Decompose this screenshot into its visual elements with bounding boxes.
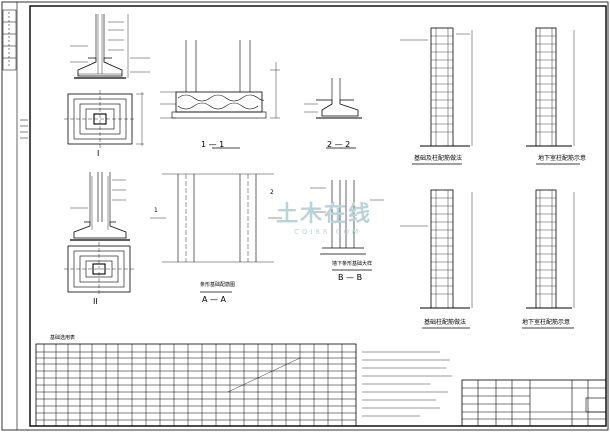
column-elevation-4 bbox=[526, 189, 575, 309]
plan-a-a bbox=[150, 173, 282, 293]
watermark-main: 土木在线 bbox=[276, 202, 373, 227]
footing-detail-1 bbox=[70, 14, 150, 79]
footing-plan-2 bbox=[64, 242, 134, 296]
caption-column-3: 基础柱配筋做法 bbox=[424, 319, 467, 326]
column-elevation-3 bbox=[400, 189, 473, 309]
caption-column-2: 地下室柱配筋示意 bbox=[538, 155, 587, 162]
margin-tabs bbox=[2, 9, 17, 71]
notes-lines bbox=[362, 351, 452, 417]
watermark: 土木在线 COI88.COM bbox=[276, 196, 372, 236]
footing-detail-2 bbox=[70, 172, 130, 241]
footing-plan-1 bbox=[64, 90, 144, 148]
caption-table: 基础选用表 bbox=[50, 335, 76, 341]
schedule-table-grid bbox=[35, 343, 357, 427]
caption-wall-footing: 墙下条形基础大样 bbox=[332, 261, 373, 267]
title-block bbox=[461, 379, 607, 427]
column-elevation-2 bbox=[526, 27, 575, 147]
caption-column-1: 基础及柱配筋做法 bbox=[414, 155, 463, 162]
detail-label-2: II bbox=[93, 297, 98, 306]
caption-column-4: 地下室柱配筋示意 bbox=[522, 319, 571, 326]
section-1-1 bbox=[160, 40, 280, 149]
section-label-b-b: B — B bbox=[338, 273, 363, 282]
column-elevation-1 bbox=[400, 27, 473, 147]
wall-footing bbox=[310, 180, 384, 271]
section-2-2 bbox=[304, 78, 362, 149]
section-label-1-1: 1 — 1 bbox=[201, 140, 225, 149]
margin-note bbox=[20, 119, 28, 139]
cut-marker-1: 1 bbox=[154, 207, 158, 214]
section-label-a-a: A — A bbox=[202, 295, 227, 304]
caption-plan: 条形基础配筋图 bbox=[200, 282, 236, 288]
watermark-sub: COI88.COM bbox=[294, 228, 362, 236]
detail-label-1: I bbox=[97, 149, 100, 158]
section-label-2-2: 2 — 2 bbox=[327, 140, 351, 149]
caption-underlines bbox=[412, 163, 580, 329]
cut-marker-2: 2 bbox=[270, 189, 274, 196]
